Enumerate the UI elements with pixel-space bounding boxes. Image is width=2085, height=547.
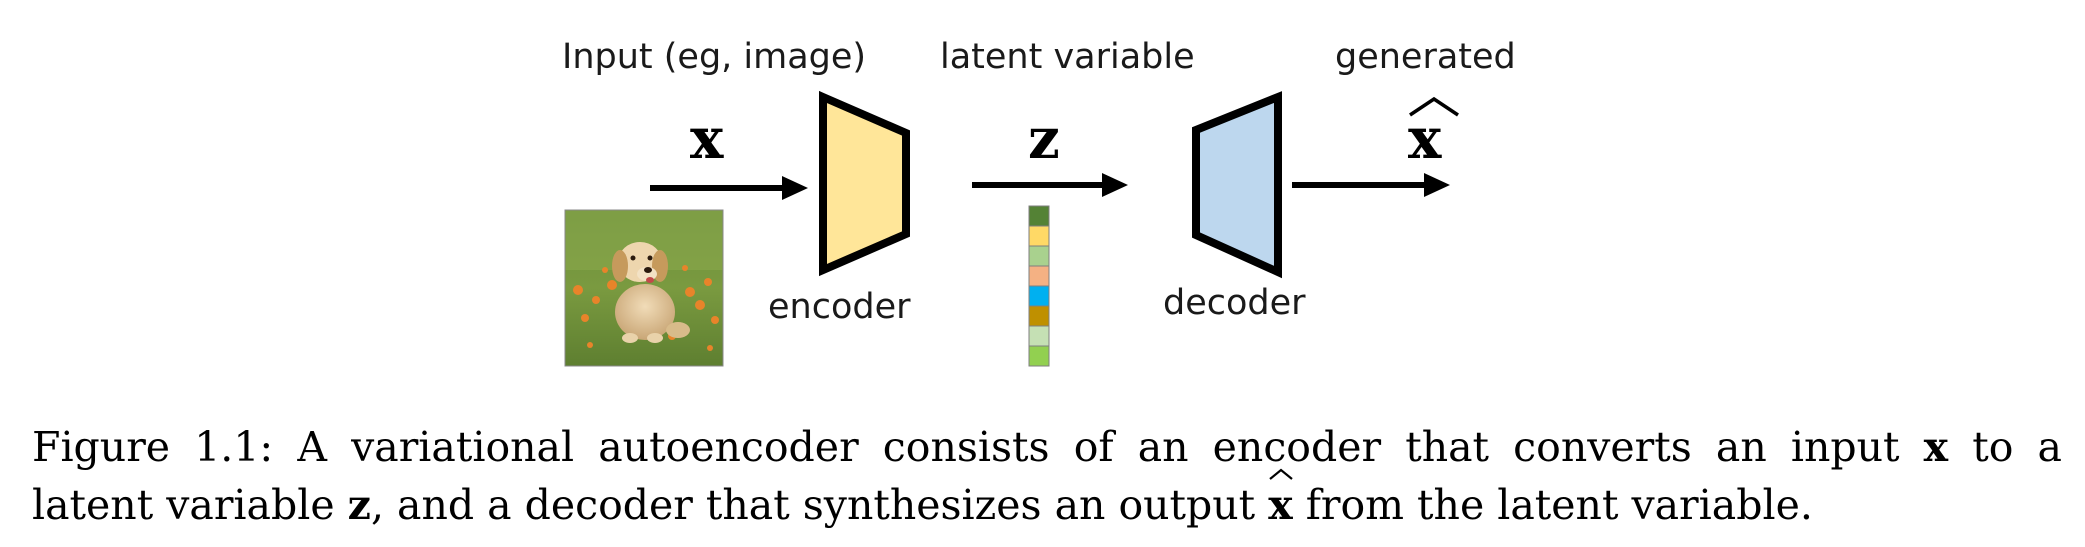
decoder-label: decoder — [1163, 283, 1306, 323]
latent-cell — [1028, 305, 1050, 327]
input-image-dog — [564, 209, 724, 367]
latent-cell — [1028, 285, 1050, 307]
dog-icon — [612, 242, 690, 343]
latent-arrow — [972, 173, 1128, 197]
z-symbol: z — [1028, 106, 1060, 172]
input-label: Input (eg, image) — [562, 37, 866, 77]
latent-variable-label: latent variable — [940, 37, 1195, 77]
caption-line-2: latent variable z, and a decoder that sy… — [32, 468, 2062, 534]
caption-x-bold: x — [1923, 423, 1949, 471]
figure-caption: Figure 1.1: A variational autoencoder co… — [32, 418, 2062, 534]
x-hat-symbol: x — [1408, 96, 1459, 172]
encoder-label: encoder — [768, 287, 911, 327]
hat-accent — [1409, 96, 1459, 117]
decoder-block — [1192, 91, 1282, 279]
latent-cell — [1028, 225, 1050, 247]
encoder-block — [819, 90, 910, 277]
caption-xhat: x — [1268, 468, 1293, 534]
latent-vector — [1028, 205, 1050, 367]
input-arrow — [650, 176, 808, 200]
caption-line-1: Figure 1.1: A variational autoencoder co… — [32, 423, 2062, 471]
latent-cell — [1028, 245, 1050, 267]
latent-cell — [1028, 325, 1050, 347]
vae-diagram: Input (eg, image) latent variable genera… — [562, 37, 1516, 367]
generated-label: generated — [1335, 37, 1516, 77]
output-arrow — [1292, 173, 1450, 197]
latent-cell — [1028, 265, 1050, 287]
x-symbol: x — [690, 106, 724, 172]
svg-text:x: x — [1408, 106, 1442, 172]
caption-z-bold: z — [347, 481, 371, 529]
latent-cell — [1028, 345, 1050, 367]
latent-cell — [1028, 205, 1050, 227]
